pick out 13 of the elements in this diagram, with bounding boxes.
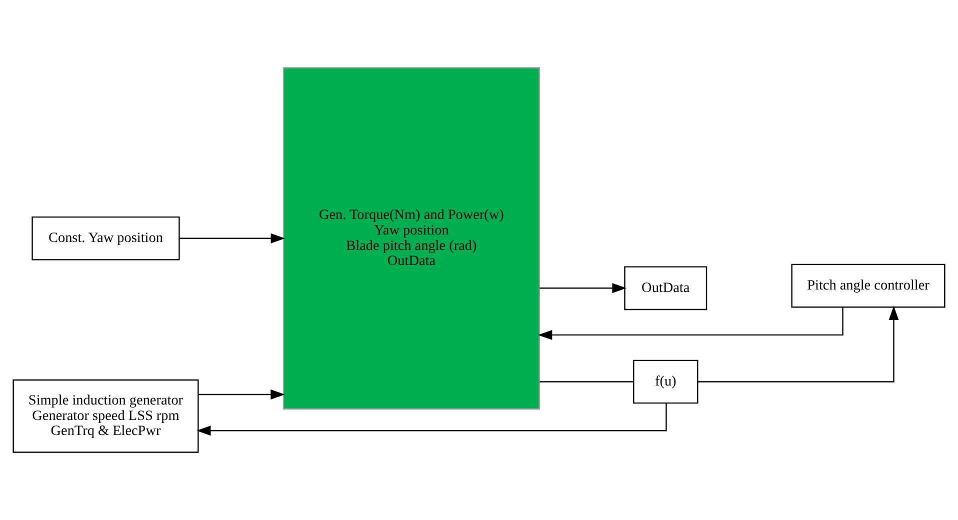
- node-box: Pitch angle controller: [791, 264, 946, 308]
- arrow: [198, 390, 285, 400]
- node-box: Gen. Torque(Nm) and Power(w) Yaw position Blade pitch angle (rad) OutData: [282, 67, 540, 410]
- arrow: [179, 233, 286, 244]
- arrow: [196, 403, 667, 436]
- node-box: f(u): [633, 360, 698, 404]
- arrow: [698, 306, 899, 382]
- node-box: Const. Yaw position: [32, 216, 180, 260]
- connector: [540, 381, 634, 382]
- node-box: Simple induction generator Generator speed LSS rpm GenTrq & ElecPwr: [12, 379, 199, 453]
- arrow: [538, 307, 844, 340]
- arrow: [540, 283, 626, 294]
- node-box: OutData: [624, 266, 708, 310]
